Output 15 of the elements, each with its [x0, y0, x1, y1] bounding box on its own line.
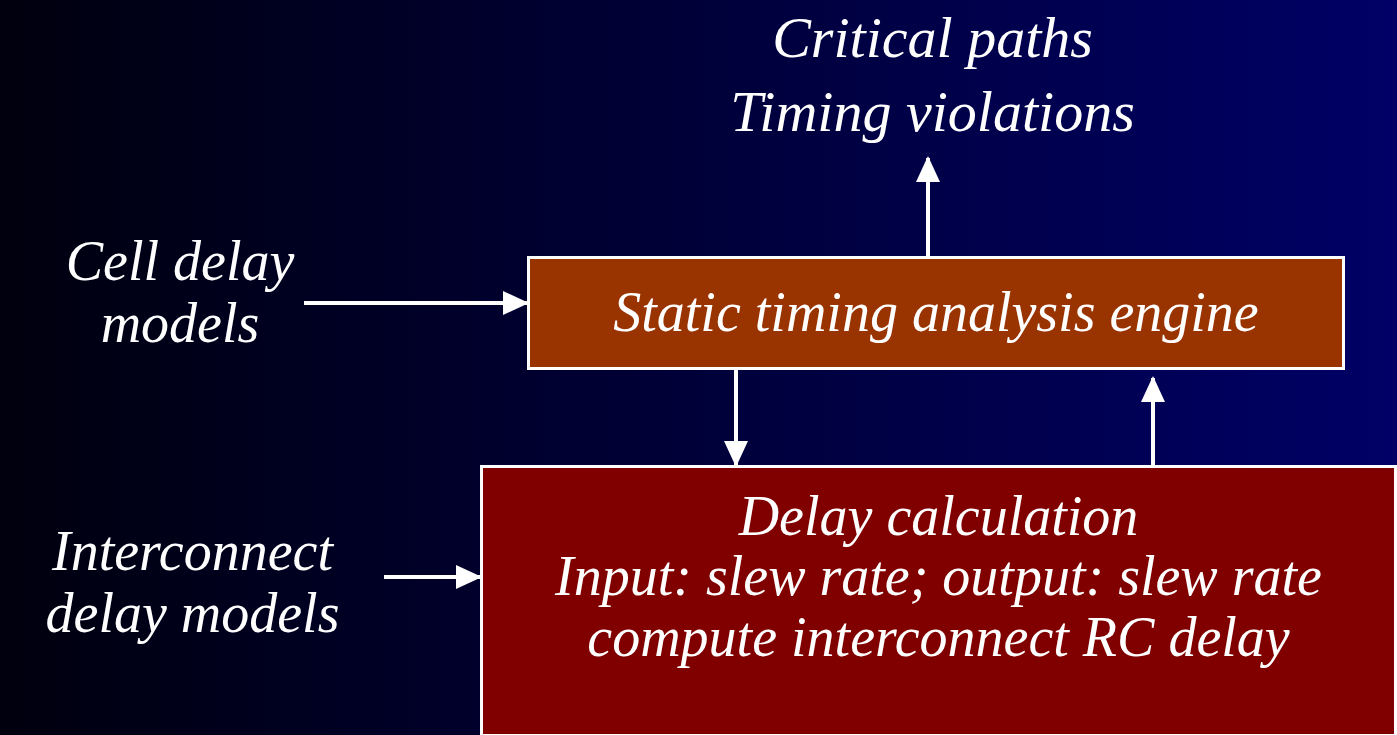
arrow [304, 291, 529, 315]
arrow [916, 156, 940, 256]
box-label: compute interconnect RC delay [587, 606, 1290, 668]
arrow [1141, 376, 1165, 465]
node-label: Timing violations [730, 78, 1135, 146]
node-label: Critical paths [772, 3, 1093, 72]
box-label: Delay calculation [738, 486, 1139, 547]
node-label: Interconnect delay models [44, 520, 341, 645]
node-label: Cell delay models [64, 230, 296, 355]
process-box [480, 465, 1397, 735]
process-box [527, 256, 1345, 370]
box-label: Static timing analysis engine [613, 282, 1259, 344]
arrow [384, 565, 482, 589]
box-label: Input: slew rate; output: slew rate [555, 546, 1322, 607]
arrow [724, 370, 748, 467]
